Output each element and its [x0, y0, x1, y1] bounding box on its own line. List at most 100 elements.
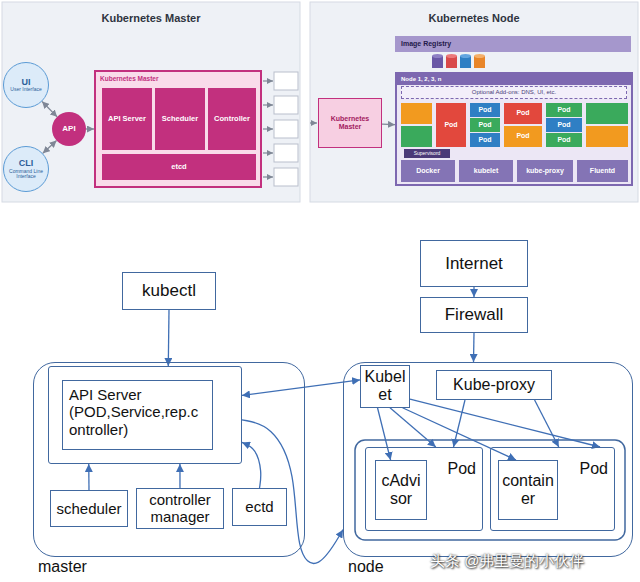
node-label: Fluentd: [590, 167, 615, 175]
node-label: Pod: [516, 132, 529, 140]
api-server-box: API Server (POD,Service,rep.controller): [48, 366, 242, 464]
api-circle: API: [52, 112, 86, 146]
process-box: Firewall: [420, 297, 528, 333]
pod-box: Pod: [546, 103, 582, 117]
node-label: User Interface: [10, 87, 41, 93]
region-label: node: [348, 558, 384, 576]
process-box: kubectl: [122, 272, 216, 310]
slide-title: Kubernetes Node: [310, 12, 638, 25]
node-label: Controller: [214, 115, 250, 124]
node-label: Pod: [557, 121, 570, 129]
pod-box: Pod: [504, 126, 542, 147]
pod-box: Pod: [436, 103, 466, 147]
connector: [179, 464, 180, 488]
node-label: Pod: [444, 121, 457, 129]
node-service-box: Fluentd: [577, 160, 628, 182]
process-box: scheduler: [50, 490, 128, 527]
node-label: scheduler: [56, 500, 121, 517]
blank-pods: [401, 103, 628, 147]
connector: [535, 400, 559, 447]
slide-title: Kubernetes Master: [2, 12, 300, 25]
connector: [473, 333, 475, 362]
node-label: Pod: [557, 136, 570, 144]
node-label: Kubernetes Master: [100, 75, 159, 82]
process-box: Internet: [420, 240, 528, 287]
output-arrows: [263, 81, 317, 177]
connector: [473, 287, 474, 297]
node-label: Image Registry: [401, 40, 451, 48]
node-label: Pod: [478, 136, 491, 144]
addon-box: Optional Add-ons: DNS, UI, etc.: [401, 86, 627, 99]
process-box: controller manager: [136, 488, 224, 529]
node-label: API: [62, 124, 75, 133]
slide-panel: Kubernetes MasterUIUser InterfaceCLIComm…: [2, 2, 300, 202]
node-label: kubectl: [142, 281, 196, 301]
registry-cylinders: [432, 54, 485, 68]
component-box: API Server: [102, 88, 152, 150]
connector: [242, 442, 261, 488]
pod-group-outline: [355, 440, 625, 540]
node-panel: Node 1, 2, 3, nOptional Add-ons: DNS, UI…: [395, 72, 633, 186]
slide-ground: [2, 2, 300, 202]
connector: [168, 310, 170, 366]
output-boxes: [274, 72, 298, 186]
node-label: kube-proxy: [526, 167, 564, 175]
node-label: Pod: [478, 121, 491, 129]
connector: [382, 124, 395, 126]
pod-box: Pod: [546, 133, 582, 147]
pod-box: Pod: [470, 118, 500, 132]
ui-circle: UIUser Interface: [3, 62, 49, 108]
pod-box: Pod container: [490, 447, 615, 531]
node-label: Docker: [416, 167, 440, 175]
node-label: API Server (POD,Service,rep.controller): [62, 380, 213, 450]
master-box: Kubernetes Master: [318, 98, 382, 148]
connector: [88, 464, 90, 490]
master-panel: Kubernetes MasterAPI Server Scheduler Cont…: [94, 70, 262, 188]
container-box: container: [498, 460, 558, 520]
connector: [403, 408, 517, 460]
node-label: Optional Add-ons: DNS, UI, etc.: [472, 89, 556, 96]
container-box: cAdvisor: [375, 460, 427, 520]
pod-box: Pod cAdvisor: [365, 447, 483, 531]
pod-label: Pod: [448, 460, 476, 478]
node-label: Internet: [445, 254, 503, 274]
connector: [42, 101, 57, 116]
master-region: masterAPI Server (POD,Service,rep.contro…: [33, 362, 305, 557]
node-service-box: Docker: [401, 160, 455, 182]
node-label: Kubernetes Master: [321, 115, 379, 131]
node-label: API Server: [108, 115, 146, 124]
node-label: Kubelet: [363, 368, 407, 405]
component-box: Controller: [208, 88, 256, 150]
connector: [454, 400, 466, 447]
node-label: Pod: [557, 106, 570, 114]
node-label: CLI: [19, 158, 34, 168]
pod-box: Pod: [470, 103, 500, 117]
node-label: Firewall: [445, 305, 504, 325]
cli-circle: CLICommand Line Interface: [3, 146, 49, 192]
node-label: controller manager: [139, 491, 221, 526]
connector: [43, 141, 57, 154]
pod-box: Pod: [546, 118, 582, 132]
node-label: container: [501, 472, 555, 509]
node-label: UI: [22, 77, 31, 87]
registry-bar: Image Registry: [395, 36, 631, 52]
component-box: Scheduler: [155, 88, 205, 150]
watermark: 头条 @弗里曼的小伙伴: [430, 552, 584, 571]
node-label: Supervisord: [414, 151, 441, 156]
node-label: Pod: [516, 109, 529, 117]
region-label: master: [38, 558, 87, 576]
component-box: etcd: [102, 154, 256, 180]
node-label: kubelet: [474, 167, 499, 175]
pod-label: Pod: [580, 460, 608, 478]
node-label: Kube-proxy: [453, 376, 535, 394]
node-label: cAdvisor: [378, 472, 424, 509]
node-service-box: kubelet: [459, 160, 513, 182]
connector: [86, 128, 94, 129]
node-label: Command Line Interface: [6, 169, 46, 180]
process-box: ectd: [232, 488, 287, 526]
process-box: Kubelet: [360, 365, 410, 408]
slide-panel: Kubernetes NodeImage RegistryKubernetes …: [310, 2, 638, 202]
pod-box: Pod: [504, 103, 542, 124]
node-label: etcd: [171, 163, 186, 172]
